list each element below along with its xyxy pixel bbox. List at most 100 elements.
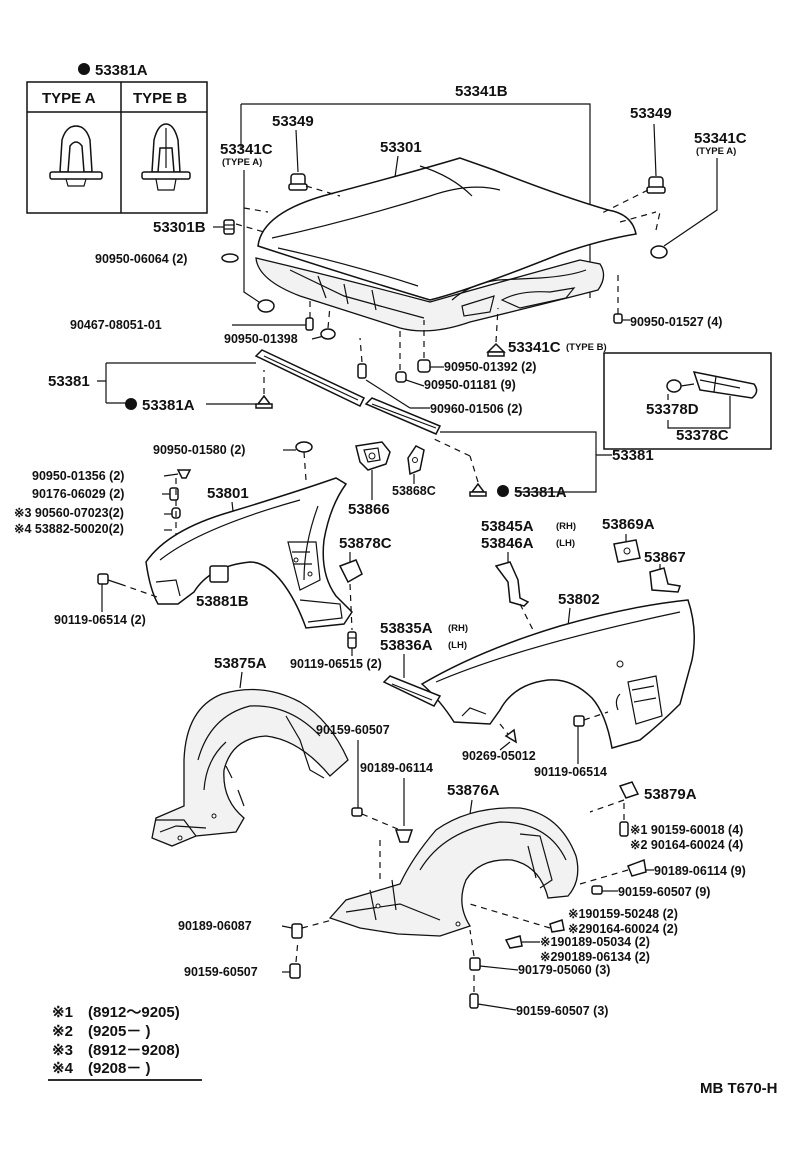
legend-range-3: (8912－9208) [88, 1042, 180, 1059]
clip-53381A-mid-icon [469, 482, 487, 497]
bracket-53867-icon [649, 564, 681, 593]
clip-90179-05060-icon [469, 957, 481, 971]
clip-type-a-left-icon [257, 299, 275, 313]
label-90159-60507-a: 90159-60507 [316, 723, 390, 737]
clip-90189-05034-icon [504, 935, 523, 949]
label-90467-08051-01: 90467-08051-01 [70, 318, 162, 332]
clip-53879A-icon [618, 781, 640, 799]
label-53881B: 53881B [196, 593, 249, 610]
label-53341B: 53341B [455, 83, 508, 100]
clip-type-a-right-icon [650, 245, 668, 259]
label-53836A: 53836A [380, 637, 433, 654]
clip-90960-01506-icon [357, 363, 367, 379]
label-53869A: 53869A [602, 516, 655, 533]
label-53381-top: 53381 [48, 373, 90, 390]
legend-range-2: (9205－ ) [88, 1023, 151, 1040]
label-53866: 53866 [348, 501, 390, 518]
label-53845A: 53845A [481, 518, 534, 535]
label-90119-06515: 90119-06515 (2) [290, 657, 382, 671]
label-53879A: 53879A [644, 786, 697, 803]
plug-90950-06064-icon [221, 253, 239, 263]
bracket-53866-icon [355, 441, 391, 471]
screw-90159-60018-icon [619, 821, 629, 837]
plug-90950-01580-icon [295, 441, 313, 453]
hood-support-box: 53378D 53378C [603, 352, 772, 450]
clip-53381A-icon [255, 394, 273, 409]
type-b-label: TYPE B [133, 90, 187, 107]
label-53378C: 53378C [676, 427, 729, 444]
label-53381A-mid: 53381A [514, 484, 567, 501]
label-53878C: 53878C [339, 535, 392, 552]
clip-type-a-icon [49, 125, 103, 187]
label-90119-06514-right: 90119-06514 [534, 765, 607, 779]
label-53836A-note: (LH) [448, 640, 467, 651]
label-53349-left: 53349 [272, 113, 314, 130]
label-90269-05012: 90269-05012 [462, 749, 536, 763]
legend-mark-2: ※2 [52, 1023, 73, 1040]
label-53341C-right-note: (TYPE A) [696, 146, 736, 157]
bolt-90119-06515-icon [347, 631, 357, 649]
legend: ※1 (8912～9205) ※2 (9205－ ) ※3 (8912－9208… [48, 1004, 202, 1081]
screw-90189-06087-icon [291, 923, 303, 939]
bracket-53868C-icon [407, 445, 425, 476]
screw-90159-60507-b-icon [591, 885, 603, 895]
label-90950-01527: 90950-01527 (4) [630, 315, 722, 329]
label-53835A: 53835A [380, 620, 433, 637]
grommet-53301B-icon [223, 219, 235, 235]
label-53378D: 53378D [646, 401, 699, 418]
label-53301: 53301 [380, 139, 422, 156]
bumper-53349-right-icon [646, 176, 666, 194]
label-90950-01181: 90950-01181 (9) [424, 378, 516, 392]
clip-90950-01392-icon [417, 359, 431, 373]
label-90164-60024-a: ※2 90164-60024 (4) [630, 838, 743, 852]
bracket-53878C-icon [338, 559, 363, 584]
clip-type-b-icon [141, 123, 191, 191]
bolt-90119-06514-right-icon [573, 715, 585, 727]
label-53868C: 53868C [392, 484, 436, 498]
hood-group: 53341B 53349 53349 53341C (TYPE A) 53341… [70, 83, 747, 416]
label-53876A: 53876A [447, 782, 500, 799]
filled-dot-icon [78, 63, 90, 75]
screw-90159-60507-c-icon [289, 963, 301, 979]
bolt-90176-icon [169, 487, 179, 501]
label-53341C-left-note: (TYPE A) [222, 157, 262, 168]
legend-range-4: (9208－ ) [88, 1060, 151, 1077]
label-53341C-bottom: 53341C [508, 339, 561, 356]
clip-90467-icon [305, 317, 314, 331]
label-90159-60507-b: 90159-60507 (9) [618, 885, 710, 899]
label-53846A: 53846A [481, 535, 534, 552]
hood-panel [257, 157, 637, 301]
clip-box-header: 53381A [95, 62, 148, 79]
hood-inner-panel [255, 257, 605, 332]
label-90176-06029: 90176-06029 (2) [32, 487, 124, 501]
pad-53881B-icon [209, 565, 229, 583]
label-53882-50020: ※4 53882-50020(2) [14, 522, 124, 536]
label-53846A-note: (LH) [556, 538, 575, 549]
label-90950-01356: 90950-01356 (2) [32, 469, 124, 483]
label-90189-06134: ※290189-06134 (2) [540, 950, 650, 964]
label-53341C-right: 53341C [694, 130, 747, 147]
seal-53835A-icon [382, 675, 442, 707]
label-53341C-bottom-note: (TYPE B) [566, 342, 607, 353]
label-53349-right: 53349 [630, 105, 672, 122]
legend-mark-4: ※4 [52, 1060, 74, 1077]
label-90159-60018: ※1 90159-60018 (4) [630, 823, 743, 837]
fender-53802-right [420, 599, 695, 749]
label-90950-01392: 90950-01392 (2) [444, 360, 536, 374]
screw-90159-60507-d-icon [469, 993, 479, 1009]
screw-90159-50248-icon [549, 919, 565, 933]
label-90189-06114-a: 90189-06114 [360, 761, 433, 775]
type-a-label: TYPE A [42, 90, 96, 107]
clip-90950-01181-icon [395, 371, 407, 383]
liner-53876A [328, 807, 579, 937]
grommet-90950-01356-icon [176, 469, 192, 479]
label-90119-06514-left: 90119-06514 (2) [54, 613, 146, 627]
label-90179-05060: 90179-05060 (3) [518, 963, 610, 977]
clip-90269-icon [504, 728, 518, 744]
bracket-53869A-icon [613, 539, 641, 563]
label-90960-01506: 90960-01506 (2) [430, 402, 522, 416]
label-90189-05034: ※190189-05034 (2) [540, 935, 650, 949]
clip-53341C-type-b-icon [486, 342, 506, 357]
left-fender-group: 90950-01580 (2) 90950-01356 (2) 90176-06… [14, 441, 436, 671]
label-53381A-top: 53381A [142, 397, 195, 414]
